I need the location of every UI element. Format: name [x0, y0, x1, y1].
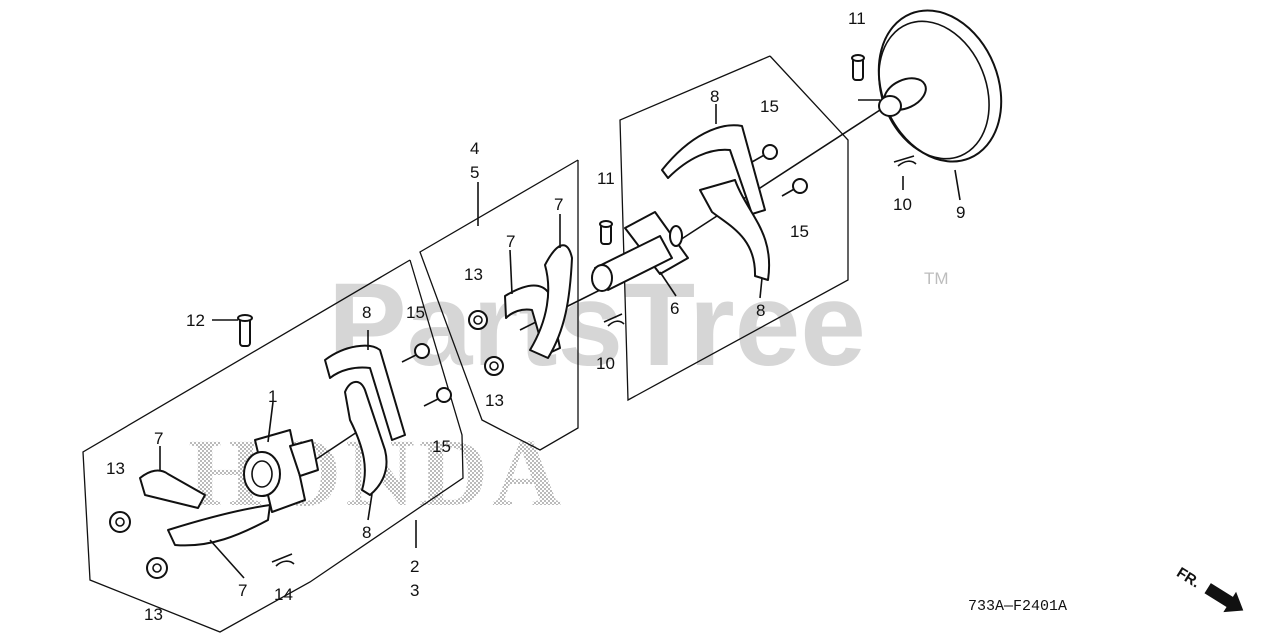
tine-left-upper	[324, 344, 406, 441]
callout-13-left-lower[interactable]: 13	[144, 605, 163, 624]
clevis-pin-middle	[599, 220, 613, 245]
pulley-wheel	[858, 9, 1003, 163]
callout-13-left-upper[interactable]: 13	[106, 459, 125, 478]
clevis-pin-left	[237, 314, 253, 347]
flange-bolt-left-upper	[401, 343, 430, 363]
clevis-pin-right	[851, 54, 865, 81]
flange-nut-middle-upper	[468, 310, 488, 330]
leader-lines	[159, 104, 961, 579]
callout-15-right-lower[interactable]: 15	[790, 222, 809, 241]
callout-5[interactable]: 5	[470, 163, 479, 182]
assembly-box-middle	[419, 159, 579, 451]
callout-11-right[interactable]: 11	[848, 9, 866, 28]
callout-1[interactable]: 1	[268, 387, 277, 406]
callout-7-left-bottom[interactable]: 7	[238, 581, 247, 600]
flange-bolt-right-upper	[751, 144, 778, 163]
shaft-line-right	[679, 109, 881, 241]
callout-4[interactable]: 4	[470, 139, 479, 158]
assembly-box-right	[619, 55, 849, 402]
front-arrow-icon	[1204, 583, 1244, 613]
callout-15-left-lower[interactable]: 15	[432, 437, 451, 456]
front-label: FR.	[1174, 564, 1204, 591]
tine-shaft-right	[591, 211, 689, 292]
flange-nut-middle-lower	[484, 356, 504, 376]
tine-left-front	[139, 469, 206, 509]
tine-right-upper	[661, 124, 766, 215]
trademark-symbol: TM	[924, 269, 949, 288]
flange-nut-left-upper	[109, 511, 131, 533]
tine-right-lower	[699, 179, 771, 281]
callout-7-middle-front[interactable]: 7	[506, 232, 515, 251]
lynch-pin-left	[271, 553, 295, 567]
front-direction-indicator: FR.	[1174, 564, 1244, 613]
tine-left-lower	[344, 381, 388, 496]
callout-7-left-front[interactable]: 7	[154, 429, 163, 448]
callout-6[interactable]: 6	[670, 299, 679, 318]
callout-9[interactable]: 9	[956, 203, 965, 222]
callout-10-middle[interactable]: 10	[596, 354, 615, 373]
callout-11-middle[interactable]: 11	[597, 169, 615, 188]
callout-8-left-upper[interactable]: 8	[362, 303, 371, 322]
diagram-code: 733A—F2401A	[968, 598, 1067, 615]
callout-15-left-upper[interactable]: 15	[406, 303, 425, 322]
tine-middle-rear	[529, 244, 573, 359]
callout-8-left-lower[interactable]: 8	[362, 523, 371, 542]
callout-8-right-upper[interactable]: 8	[710, 87, 719, 106]
flange-bolt-right-lower	[781, 178, 808, 197]
flange-nut-left-lower	[146, 557, 168, 579]
callout-2[interactable]: 2	[410, 557, 419, 576]
callout-10-right[interactable]: 10	[893, 195, 912, 214]
callout-8-right-lower[interactable]: 8	[756, 301, 765, 320]
callout-3[interactable]: 3	[410, 581, 419, 600]
callout-13-middle-upper[interactable]: 13	[464, 265, 483, 284]
callout-15-right-upper[interactable]: 15	[760, 97, 779, 116]
callout-12[interactable]: 12	[186, 311, 205, 330]
tine-hub-left	[243, 429, 319, 513]
flange-bolt-left-lower	[423, 387, 452, 407]
callout-14[interactable]: 14	[274, 585, 293, 604]
lynch-pin-right	[893, 155, 917, 167]
callout-7-middle-rear[interactable]: 7	[554, 195, 563, 214]
callout-13-middle-lower[interactable]: 13	[485, 391, 504, 410]
assembly-box-left	[82, 259, 464, 633]
tine-left-bottom	[167, 504, 271, 547]
lynch-pin-middle	[603, 313, 625, 327]
